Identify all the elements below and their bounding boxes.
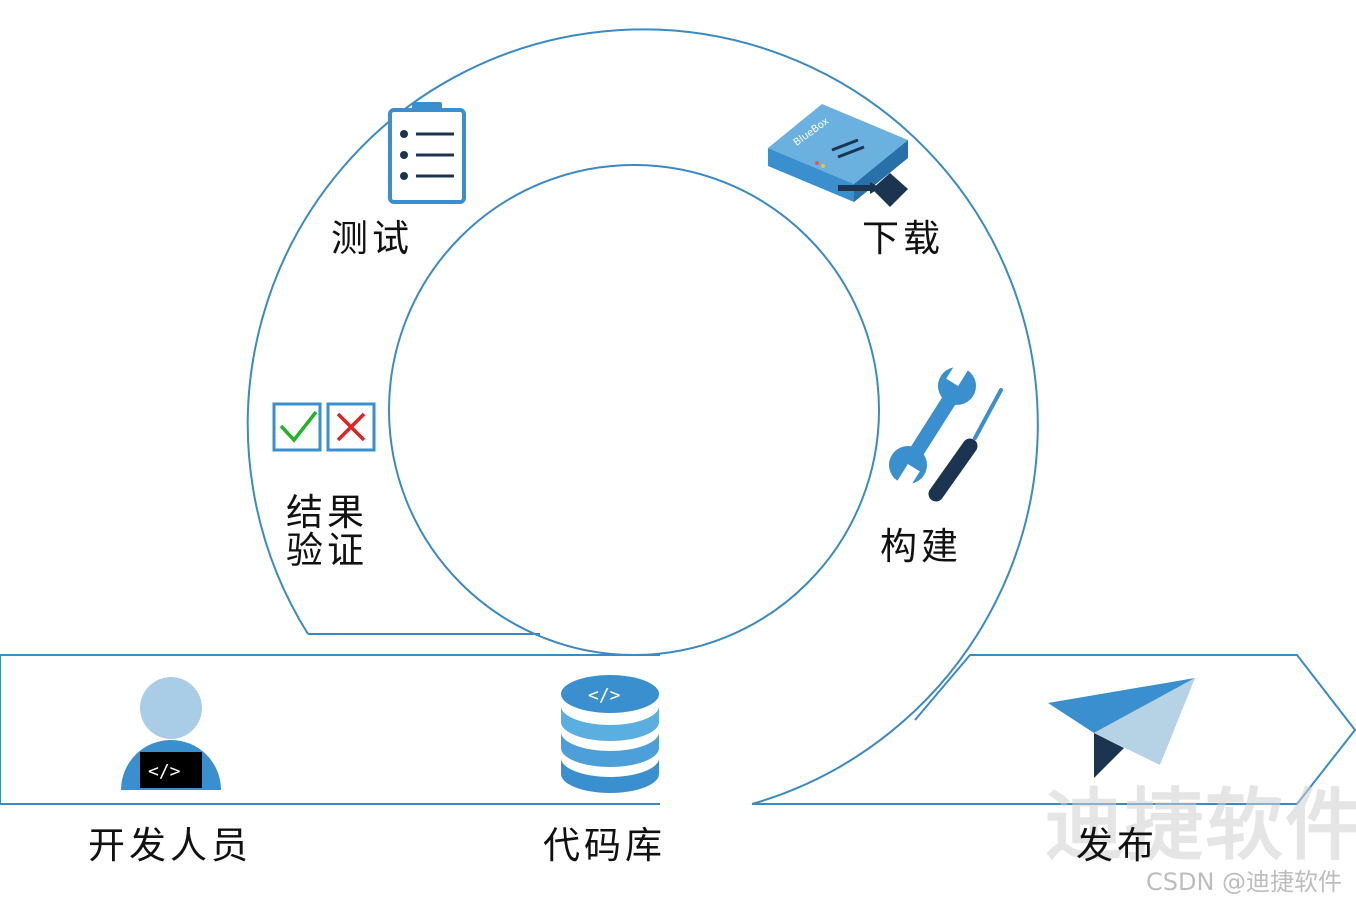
watermark-logo-text: 迪捷软件 xyxy=(1045,781,1356,871)
developer-code-glyph: </> xyxy=(148,761,181,782)
checkmark-icon xyxy=(272,402,322,452)
cross-icon xyxy=(326,402,376,452)
stage-label-download: 下载 xyxy=(862,217,944,260)
wrench-screwdriver-icon xyxy=(889,359,1003,502)
outer-cycle-ring xyxy=(246,28,1039,805)
stage-label-test: 测试 xyxy=(331,217,413,260)
stage-label-verify-line2: 验证 xyxy=(286,529,368,572)
bluebox-device-icon: BlueBox xyxy=(768,104,908,207)
paper-plane-icon xyxy=(1048,678,1195,778)
stage-label-build: 构建 xyxy=(880,525,962,568)
stage-label-release: 发布 xyxy=(1076,824,1158,867)
database-code-glyph: </> xyxy=(588,685,621,706)
stage-label-verify-line1: 结果 xyxy=(286,491,368,534)
clipboard-list-icon xyxy=(388,102,466,204)
watermark-csdn-text: CSDN @迪捷软件 xyxy=(1146,868,1342,896)
stage-label-developer: 开发人员 xyxy=(88,824,252,867)
developer-avatar-icon: </> xyxy=(121,677,221,790)
code-database-icon: </> xyxy=(561,675,659,793)
inner-cycle-ring xyxy=(388,164,880,656)
pipeline-band xyxy=(0,654,1356,805)
stage-label-repository: 代码库 xyxy=(543,824,666,867)
